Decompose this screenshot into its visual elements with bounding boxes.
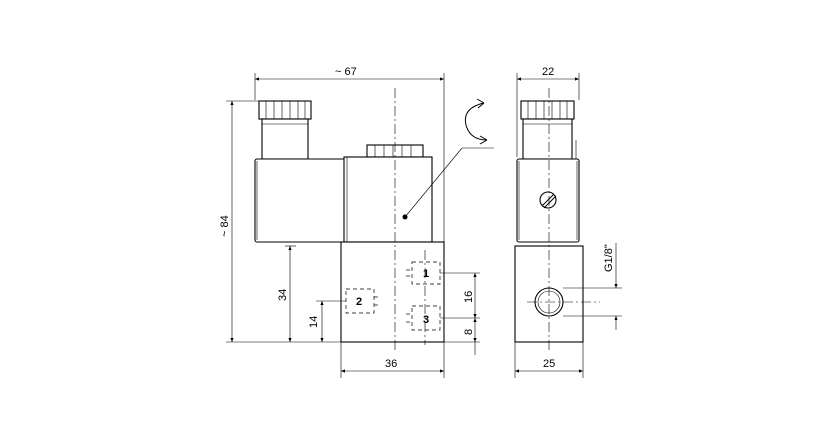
front-dimensions: ~ 67 ~ 84 34 14 16 8 36 bbox=[219, 66, 480, 378]
dim-port-spacing: 16 bbox=[463, 291, 475, 303]
port-1-label: 1 bbox=[423, 268, 429, 280]
front-view: 1 2 3 bbox=[254, 88, 494, 350]
connector-plug bbox=[258, 100, 312, 160]
dim-coil-width: 22 bbox=[542, 66, 554, 78]
port-3-label: 3 bbox=[423, 314, 429, 326]
side-view bbox=[514, 88, 600, 350]
dim-thread: G1/8" bbox=[603, 244, 615, 272]
coil-screw-icon bbox=[539, 191, 557, 209]
rotation-arrow-icon bbox=[464, 102, 488, 141]
solenoid-body bbox=[343, 156, 433, 243]
coil-housing bbox=[254, 158, 350, 243]
dim-port2-height: 34 bbox=[277, 289, 289, 301]
port-2-label: 2 bbox=[356, 296, 362, 308]
valve-body bbox=[340, 241, 445, 343]
dim-body-depth: 25 bbox=[543, 358, 555, 370]
armature-cap bbox=[366, 144, 424, 158]
dim-body-width: 36 bbox=[385, 358, 397, 370]
dim-port3-offset: 8 bbox=[463, 329, 475, 335]
dim-overall-length: ~ 67 bbox=[335, 66, 357, 78]
dim-port2-offset: 14 bbox=[308, 316, 320, 328]
port-3-hidden bbox=[406, 305, 441, 331]
dim-overall-height: ~ 84 bbox=[219, 215, 231, 237]
side-dimensions: 22 25 G1/8" bbox=[514, 66, 622, 378]
